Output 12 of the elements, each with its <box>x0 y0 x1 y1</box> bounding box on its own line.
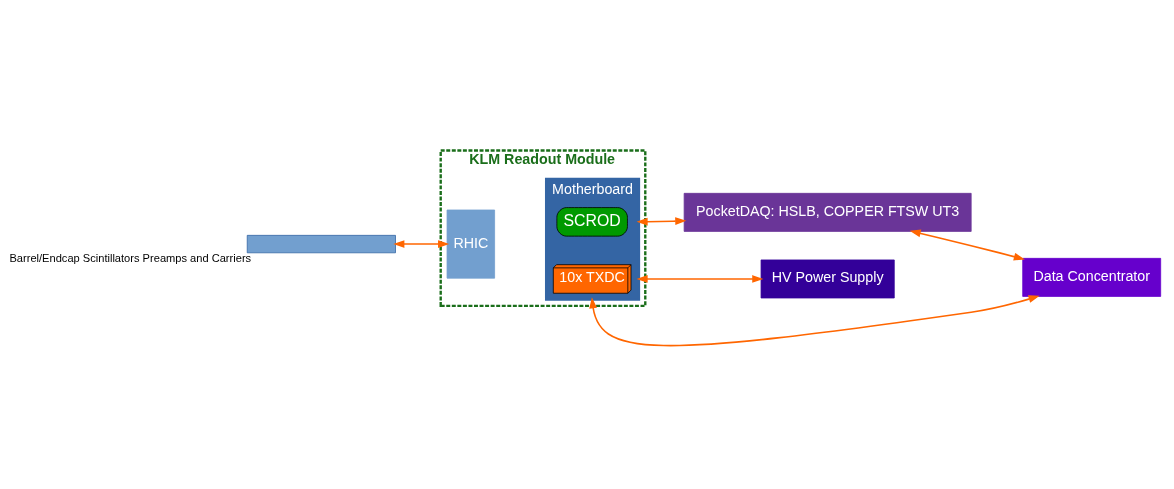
arrow <box>636 216 687 226</box>
node-box: SCROD <box>556 206 628 237</box>
node-bar <box>246 234 396 253</box>
node-box: HV Power Supply <box>760 259 895 298</box>
arrow <box>589 294 1040 346</box>
arrow <box>909 229 1025 260</box>
arrow <box>636 274 764 283</box>
node-box: PocketDAQ: HSLB, COPPER FTSW UT3 <box>683 192 972 232</box>
node-box: RHIC <box>446 209 495 279</box>
arrow <box>393 239 450 248</box>
node-box: Data Concentrator <box>1022 257 1162 297</box>
node-label: Barrel/Endcap Scintillators Preamps and Carriers <box>9 251 252 264</box>
